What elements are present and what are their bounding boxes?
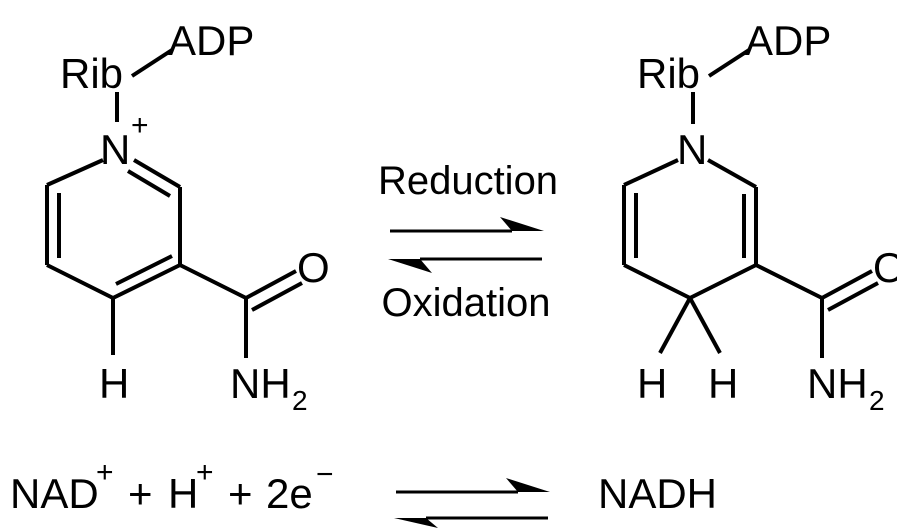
nadh-amide-subscript: 2: [869, 385, 885, 416]
nadh-adp-label: ADP: [745, 17, 831, 64]
nad-ring-double-bond: [115, 254, 173, 286]
summary-equation: NAD + + H + + 2e − NADH: [10, 456, 717, 528]
nadh-hydrogen-left: H: [637, 360, 667, 407]
nadh-ring-bond: [707, 158, 757, 189]
equation-proton: H: [168, 470, 198, 517]
nad-ring-double-bond: [126, 169, 172, 198]
nadh-c4-h-bond: [658, 297, 692, 354]
equation-nad: NAD: [10, 470, 99, 517]
nad-oxygen: O: [297, 244, 330, 291]
equation-forward-head: [506, 478, 550, 492]
nad-rib-adp-bond: [130, 48, 174, 78]
nad-nitrogen-charge: +: [131, 109, 149, 142]
equation-electron-charge: −: [316, 458, 334, 491]
nadh-c4-h-bond: [688, 297, 722, 354]
nadh-rib-adp-bond: [707, 48, 751, 78]
nad-rib-label: Rib: [60, 50, 123, 97]
nadh-nitrogen: N: [677, 126, 707, 173]
reverse-arrow-head: [388, 259, 432, 273]
nadh-ring-bond: [623, 158, 679, 187]
oxidation-label: Oxidation: [382, 281, 551, 325]
nadh-oxygen: O: [873, 244, 897, 291]
nadh-hydrogen-right: H: [708, 360, 738, 407]
nadh-carbonyl-double-bond: [827, 281, 879, 312]
equation-plus-2: +: [228, 470, 253, 517]
nadh-structure: Rib ADP N H H O NH 2: [622, 17, 897, 416]
equation-reverse-head: [394, 518, 438, 528]
nad-nitrogen: N: [100, 126, 130, 173]
redox-equilibrium: Reduction Oxidation: [378, 159, 558, 325]
equation-proton-charge: +: [196, 456, 214, 489]
nad-hydrogen: H: [99, 360, 129, 407]
equation-plus-1: +: [128, 470, 153, 517]
nadh-carbonyl-bond: [821, 269, 873, 300]
nad-amide-bond: [179, 263, 247, 300]
nadh-rib-label: Rib: [637, 50, 700, 97]
nadh-ring-bond: [623, 263, 691, 300]
nad-ring-bond: [112, 263, 181, 300]
nadh-amide-bond: [755, 263, 823, 300]
nad-amide-nitrogen: NH: [230, 360, 291, 407]
nad-plus-structure: Rib ADP N + H O NH 2: [45, 17, 330, 416]
equation-electrons: 2e: [266, 470, 313, 517]
forward-arrow-head: [500, 217, 544, 231]
nad-carbonyl-double-bond: [251, 281, 303, 312]
nad-ring-bond: [46, 263, 114, 300]
nadh-amide-nitrogen: NH: [807, 360, 868, 407]
reduction-label: Reduction: [378, 159, 558, 203]
equation-nadh: NADH: [598, 470, 717, 517]
nad-ring-bond: [132, 158, 182, 189]
nad-adp-label: ADP: [168, 17, 254, 64]
nad-carbonyl-bond: [245, 269, 297, 300]
nad-ring-bond: [46, 158, 104, 187]
nadh-ring-bond: [689, 263, 757, 300]
equation-nad-charge: +: [96, 456, 114, 489]
nad-amide-subscript: 2: [292, 385, 308, 416]
